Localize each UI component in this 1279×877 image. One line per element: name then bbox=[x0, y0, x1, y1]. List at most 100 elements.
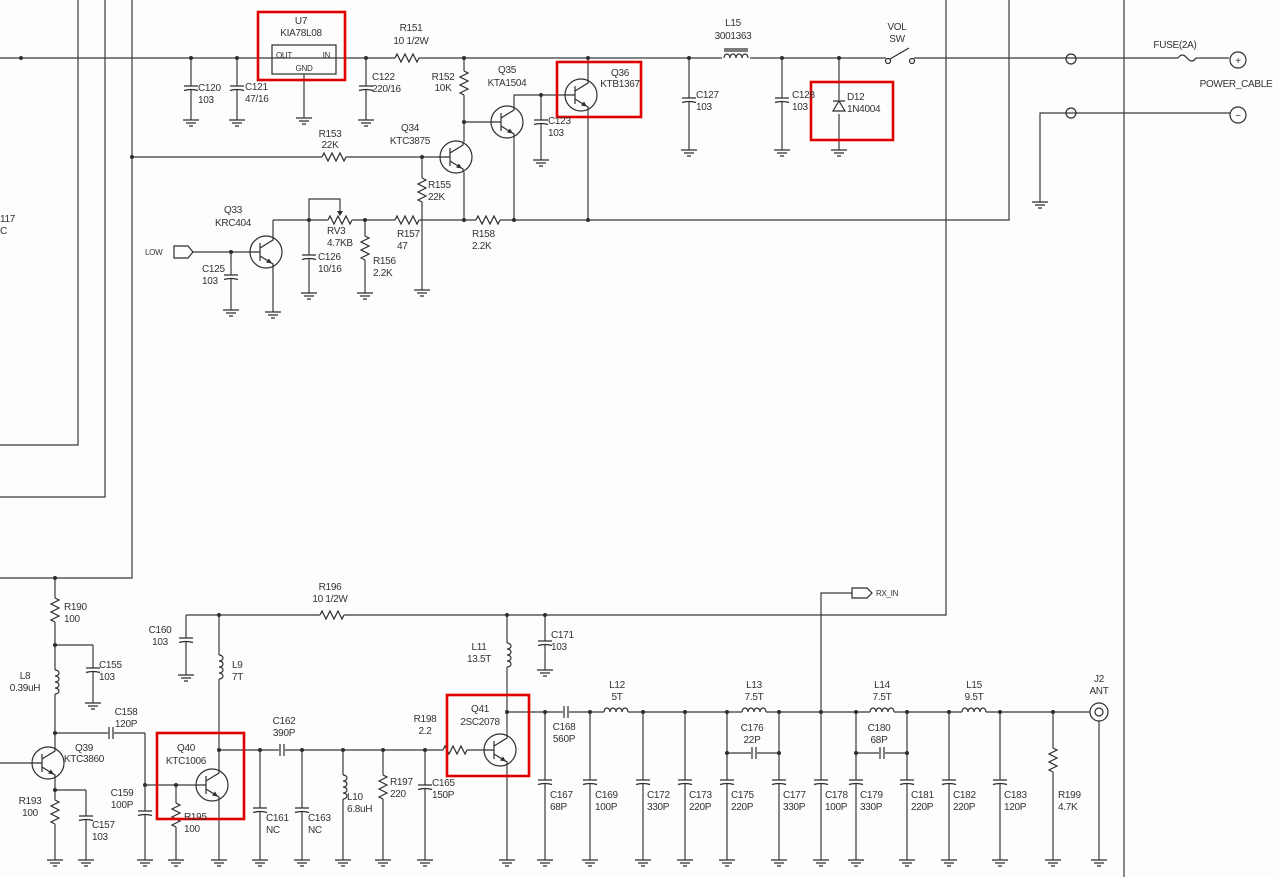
ground-icon bbox=[183, 119, 199, 127]
junction-dot bbox=[998, 710, 1002, 714]
r196-label: R196 bbox=[319, 582, 342, 593]
emitter-arrow-icon bbox=[581, 101, 587, 107]
ground-lines bbox=[1032, 201, 1048, 209]
junction-dot bbox=[423, 748, 427, 752]
q40-transistor-icon bbox=[195, 768, 229, 802]
junction-dot bbox=[1051, 710, 1055, 714]
c176-label: 22P bbox=[744, 735, 762, 746]
ground-lines bbox=[774, 149, 790, 157]
c165-label: 150P bbox=[432, 790, 455, 801]
ground-icon bbox=[358, 119, 374, 127]
rv3-label: RV3 bbox=[327, 226, 346, 237]
ground-icon bbox=[771, 859, 787, 867]
c168-symbol bbox=[563, 706, 569, 718]
ground-lines bbox=[223, 309, 239, 317]
q39-label: KTC3860 bbox=[64, 754, 105, 765]
capacitor-symbol bbox=[681, 97, 697, 104]
ground-icon bbox=[252, 859, 268, 867]
q36-transistor-icon bbox=[564, 78, 598, 112]
c179-label: C179 bbox=[860, 790, 883, 801]
r193-label: R193 bbox=[19, 796, 42, 807]
transistor-leads bbox=[250, 237, 274, 267]
r155-symbol bbox=[416, 177, 428, 203]
ground-icon bbox=[899, 859, 915, 867]
c127-label: 103 bbox=[696, 102, 713, 113]
q40-label: KTC1006 bbox=[166, 756, 207, 767]
c180-label: C180 bbox=[868, 723, 891, 734]
c182-label: C182 bbox=[953, 790, 976, 801]
c120-label: C120 bbox=[198, 83, 221, 94]
ground-icon bbox=[223, 309, 239, 317]
r197-label: R197 bbox=[390, 777, 413, 788]
ground-lines bbox=[211, 859, 227, 867]
antenna-jack-icon bbox=[1089, 702, 1109, 722]
r193-label: 100 bbox=[22, 808, 39, 819]
q41-transistor-icon bbox=[483, 733, 517, 767]
l11-label: L11 bbox=[471, 642, 487, 653]
l10-label: L10 bbox=[347, 792, 364, 803]
r158-label: 2.2K bbox=[472, 241, 492, 252]
u7-label: KIA78L08 bbox=[280, 28, 322, 39]
c179-label: 330P bbox=[860, 802, 883, 813]
q35-label: Q35 bbox=[498, 65, 517, 76]
c122-label: 220/16 bbox=[372, 84, 402, 95]
q36-label: Q36 bbox=[611, 68, 630, 79]
vol-sw-label: VOL bbox=[887, 22, 907, 33]
ground-lines bbox=[681, 149, 697, 157]
capacitor-symbol bbox=[582, 779, 598, 786]
ground-lines bbox=[414, 289, 430, 297]
capacitor-symbol bbox=[183, 85, 199, 92]
q41-label: Q41 bbox=[471, 704, 490, 715]
c177-label: C177 bbox=[783, 790, 806, 801]
ground-lines bbox=[537, 669, 553, 677]
ferrite-core-icon bbox=[724, 48, 748, 52]
q41-label: 2SC2078 bbox=[460, 717, 500, 728]
junction-dot bbox=[780, 56, 784, 60]
ground-lines bbox=[357, 292, 373, 300]
junction-dot bbox=[229, 250, 233, 254]
junction-dot bbox=[905, 751, 909, 755]
c175-label: 220P bbox=[731, 802, 754, 813]
c172-label: 330P bbox=[647, 802, 670, 813]
rx-in-connector-icon bbox=[851, 587, 873, 599]
ground-lines bbox=[899, 859, 915, 867]
c171-label: C171 bbox=[551, 630, 574, 641]
j2-label: J2 bbox=[1094, 674, 1105, 685]
l15-power-label: 3001363 bbox=[715, 31, 753, 42]
l12-label: L12 bbox=[609, 680, 626, 691]
junction-dot bbox=[462, 120, 466, 124]
c162-label: C162 bbox=[273, 716, 296, 727]
q40-highlight-box bbox=[155, 731, 246, 821]
inductor-symbol bbox=[218, 654, 224, 680]
r157-label: 47 bbox=[397, 241, 408, 252]
q35-label: KTA1504 bbox=[488, 78, 528, 89]
mask bbox=[279, 743, 285, 757]
ground-lines bbox=[358, 119, 374, 127]
r156-symbol bbox=[359, 235, 371, 261]
capacitor-symbol bbox=[635, 779, 651, 786]
ground-icon bbox=[681, 149, 697, 157]
c126-label: 10/16 bbox=[318, 264, 342, 275]
capacitor-symbol bbox=[813, 779, 829, 786]
transistor-leads bbox=[491, 107, 515, 137]
c177-label: 330P bbox=[783, 802, 806, 813]
emitter-arrow-icon bbox=[212, 791, 218, 797]
transistor-leads bbox=[32, 748, 56, 778]
c157-label: C157 bbox=[92, 820, 115, 831]
c176-symbol bbox=[751, 747, 757, 759]
r152-label: 10K bbox=[435, 83, 453, 94]
inductor-symbol bbox=[603, 707, 629, 713]
ground-lines bbox=[85, 702, 101, 710]
capacitor-symbol bbox=[358, 85, 374, 92]
c127-label: C127 bbox=[696, 90, 719, 101]
c167-label: C167 bbox=[550, 790, 573, 801]
q36-highlight-box bbox=[555, 60, 643, 119]
capacitor-symbol bbox=[719, 779, 735, 786]
terminal-icon bbox=[1065, 53, 1077, 65]
ground-lines bbox=[168, 859, 184, 867]
q36-label: KTB1367 bbox=[600, 79, 640, 90]
q41-highlight-box bbox=[445, 693, 531, 778]
r190-label: R190 bbox=[64, 602, 87, 613]
r197-symbol bbox=[377, 774, 389, 800]
junction-dot bbox=[258, 748, 262, 752]
